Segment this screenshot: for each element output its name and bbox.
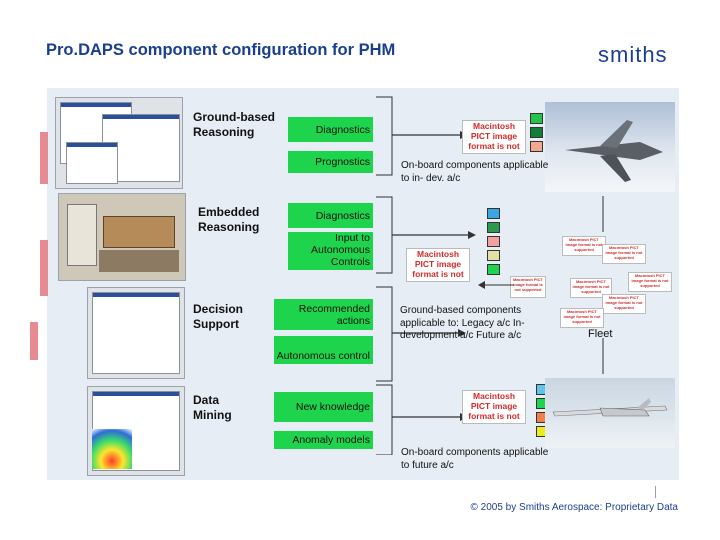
pict-placeholder-small: Macintosh PICT image format is not suppo… (602, 244, 646, 264)
onboard-dev-note: On-board components applicable to in- de… (401, 160, 549, 184)
accent-bar (40, 132, 48, 184)
pict-placeholder-small: Macintosh PICT image format is not suppo… (570, 278, 612, 298)
ground-based-note: Ground-based components applicable to: L… (400, 305, 525, 341)
ground-reasoning-screenshot (55, 97, 183, 189)
autonomous-controls-box: Input to Autonomous Controls (288, 232, 373, 270)
status-square (487, 222, 500, 233)
status-square (487, 236, 500, 247)
status-square (487, 264, 500, 275)
pict-placeholder: Macintosh PICT image format is not suppo… (406, 248, 470, 282)
fleet-arrow (478, 281, 514, 289)
pict-placeholder-small: Macintosh PICT image format is not suppo… (510, 276, 546, 298)
ground-based-reasoning-label: Ground-based Reasoning (193, 110, 276, 139)
diagnostics-box: Diagnostics (288, 117, 373, 142)
pict-placeholder-small: Macintosh PICT image format is not suppo… (562, 236, 606, 256)
accent-bar (40, 240, 48, 296)
uav-photo (545, 378, 675, 448)
diagnostics-box: Diagnostics (288, 203, 373, 228)
fleet-connector (602, 196, 604, 374)
decision-support-screenshot (87, 287, 185, 379)
recommended-actions-box: Recommended actions (274, 299, 373, 330)
decision-support-label: Decision Support (193, 302, 244, 331)
new-knowledge-box: New knowledge (274, 392, 373, 422)
page-title: Pro.DAPS component configuration for PHM (46, 41, 396, 59)
footer-copyright: © 2005 by Smiths Aerospace: Proprietary … (470, 502, 678, 513)
pict-placeholder: Macintosh PICT image format is not suppo… (462, 120, 526, 154)
pict-placeholder: Macintosh PICT image format is not suppo… (462, 390, 526, 424)
data-mining-label: Data Mining (193, 393, 232, 422)
smiths-logo: smiths (598, 42, 668, 67)
data-mining-screenshot (87, 386, 185, 476)
prognostics-box: Prognostics (288, 151, 373, 173)
pict-placeholder-small: Macintosh PICT image format is not suppo… (560, 308, 604, 328)
fleet-label: Fleet (588, 328, 613, 340)
status-square (530, 141, 543, 152)
status-square (487, 208, 500, 219)
accent-bar (30, 322, 38, 360)
onboard-future-note: On-board components applicable to future… (401, 447, 549, 471)
status-square (530, 127, 543, 138)
autonomous-control-box: Autonomous control (274, 336, 373, 364)
status-square (487, 250, 500, 261)
pict-placeholder-small: Macintosh PICT image format is not suppo… (602, 294, 646, 314)
anomaly-models-box: Anomaly models (274, 431, 373, 449)
footer-divider (655, 486, 656, 498)
fighter-jet-photo (545, 102, 675, 192)
status-square (530, 113, 543, 124)
pict-placeholder-small: Macintosh PICT image format is not suppo… (628, 272, 672, 292)
embedded-hardware-photo (58, 193, 186, 281)
embedded-reasoning-label: Embedded Reasoning (198, 205, 260, 234)
